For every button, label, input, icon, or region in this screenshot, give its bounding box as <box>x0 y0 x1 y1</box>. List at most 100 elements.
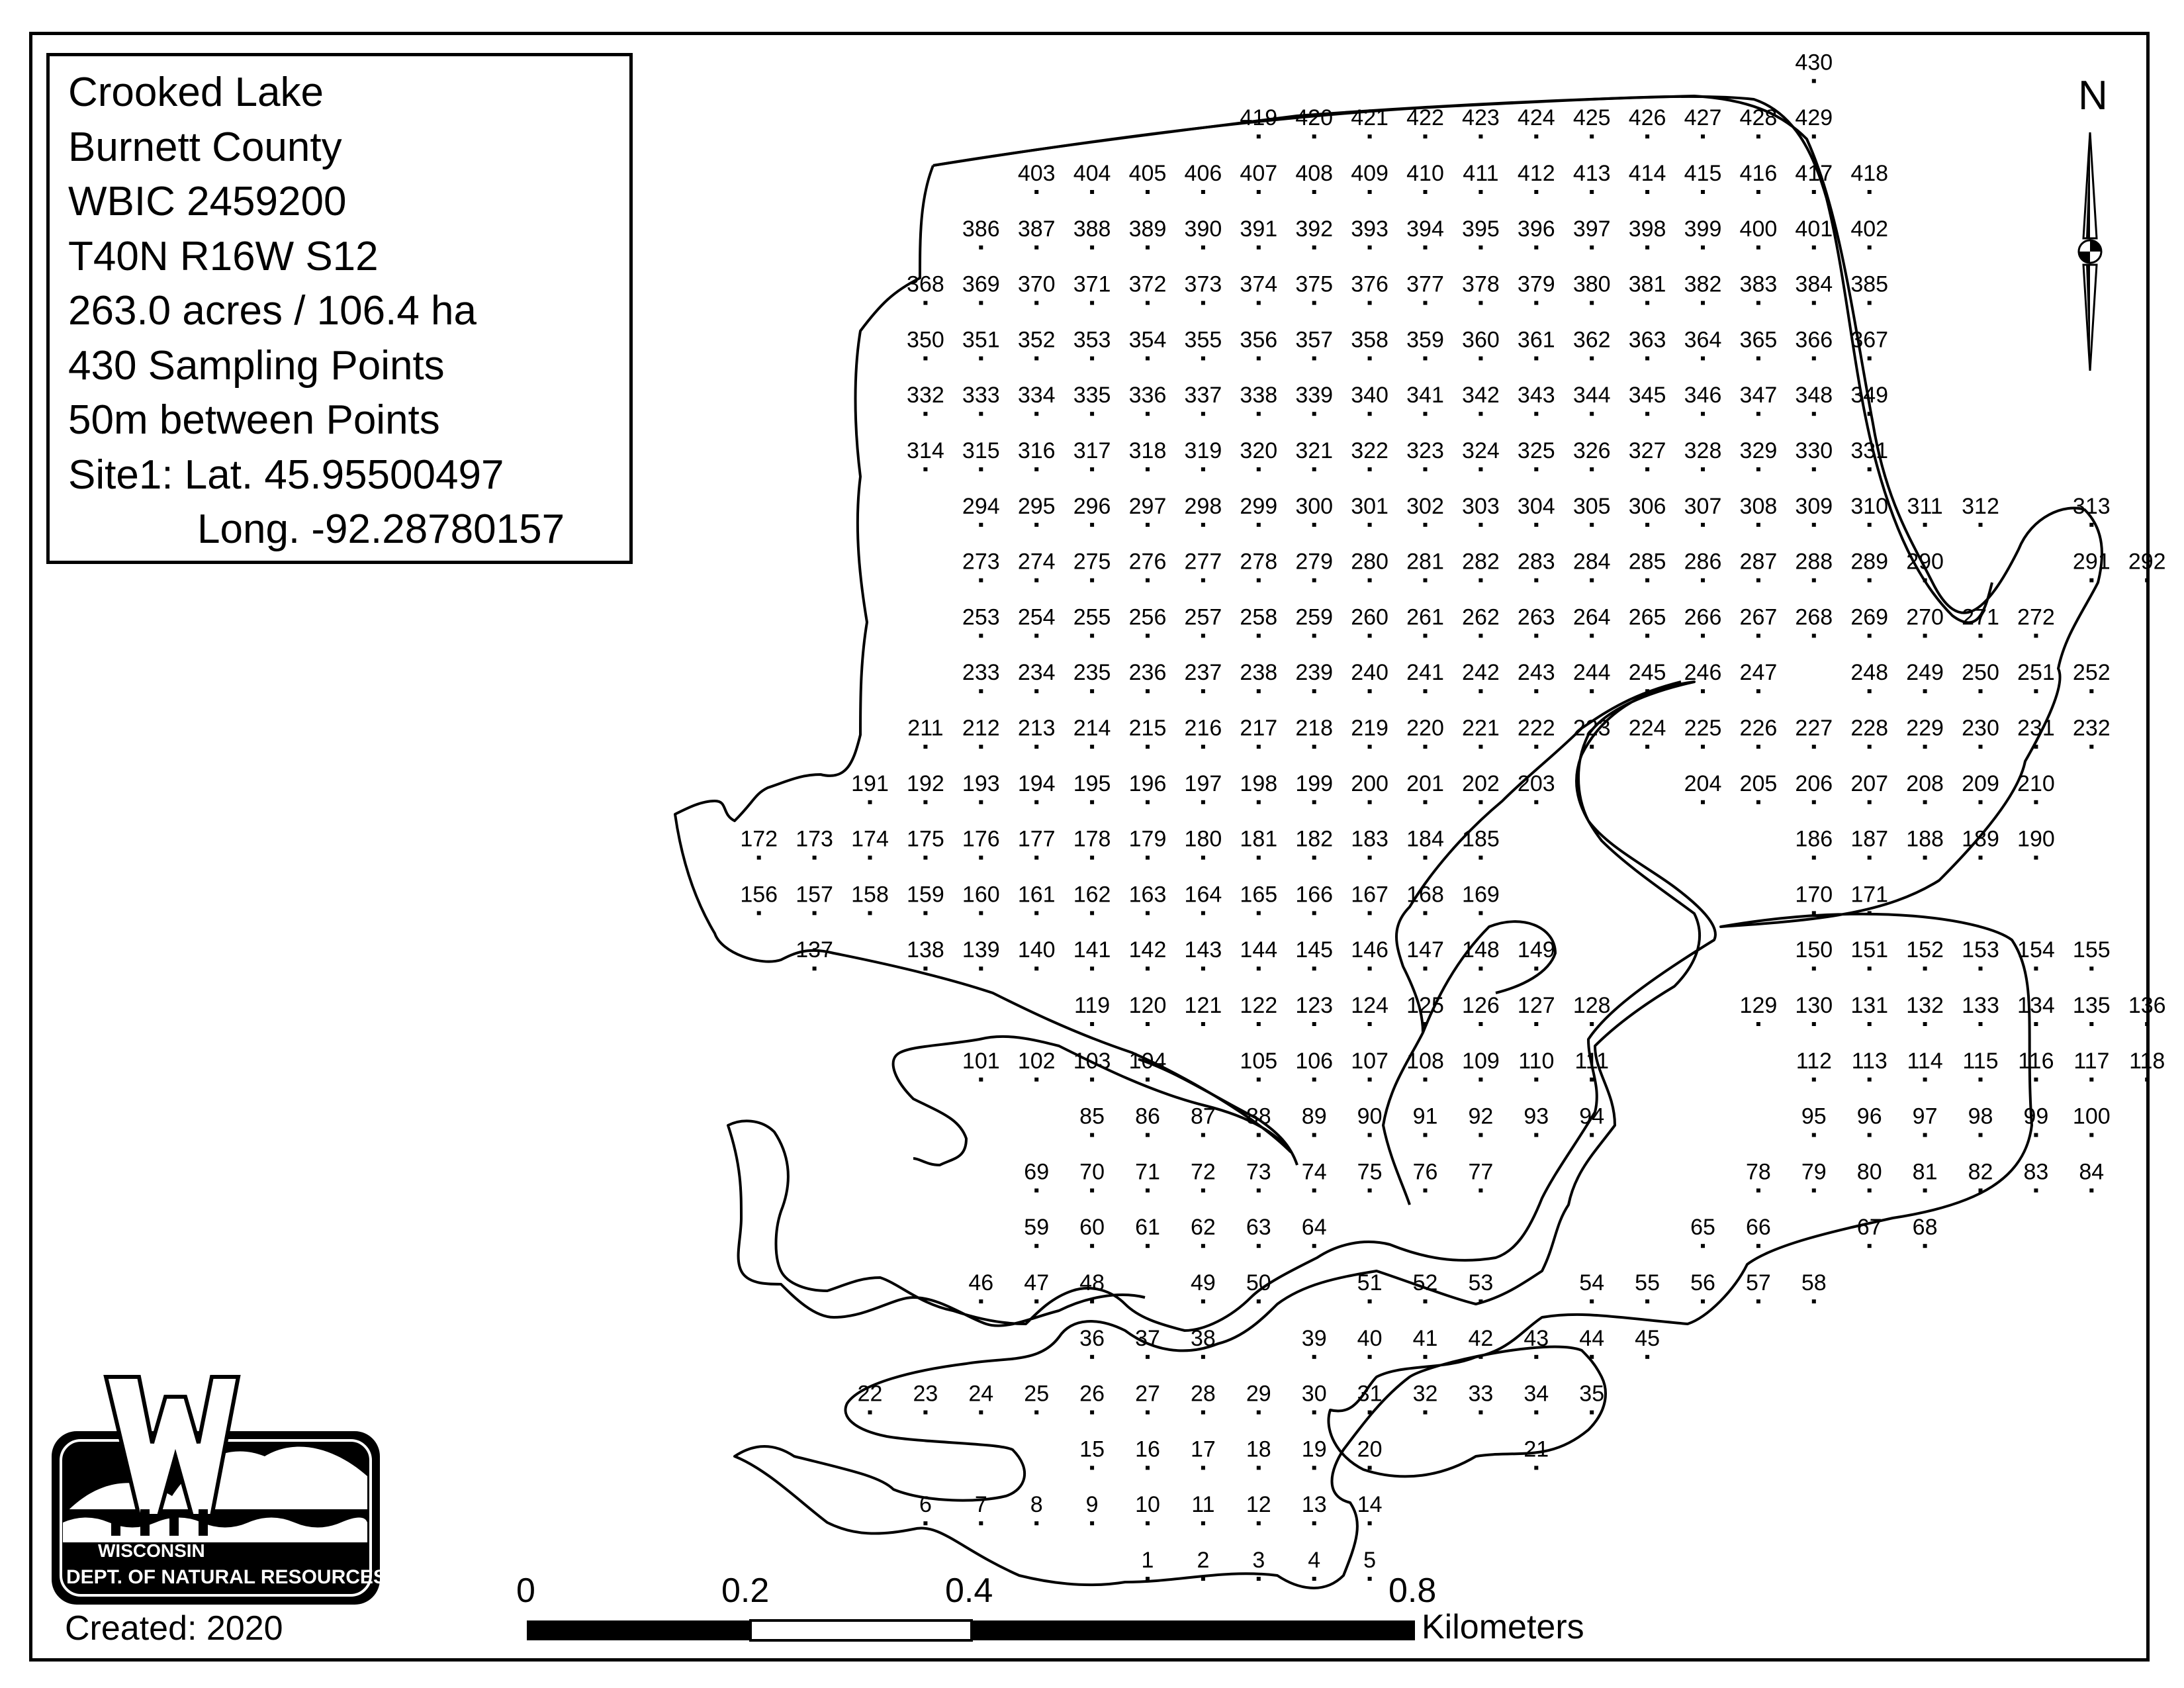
sampling-point-label: 215 <box>1129 716 1167 741</box>
sampling-point-label: 68 <box>1913 1215 1938 1240</box>
sampling-point-dot <box>1312 1022 1316 1026</box>
sampling-point-label: 360 <box>1462 327 1500 352</box>
lake-name: Crooked Lake <box>68 70 324 115</box>
sampling-point-label: 12 <box>1246 1492 1271 1517</box>
sampling-point-label: 341 <box>1406 383 1444 408</box>
sampling-point-label: 370 <box>1018 272 1056 297</box>
sampling-point-dot <box>1811 633 1816 638</box>
sampling-point-dot <box>1256 190 1261 194</box>
sampling-point-dot <box>1367 633 1372 638</box>
sampling-point-dot <box>1756 412 1760 416</box>
sampling-point-label: 398 <box>1629 216 1666 242</box>
sampling-point-label: 13 <box>1302 1492 1327 1517</box>
sampling-point-dot <box>1367 745 1372 749</box>
sampling-point-label: 413 <box>1573 161 1611 186</box>
sampling-point-dot <box>1312 1577 1316 1581</box>
sampling-point-dot <box>1146 190 1150 194</box>
sampling-point-dot <box>1590 356 1594 361</box>
sampling-point-dot <box>1923 1022 1927 1026</box>
county: Burnett County <box>68 124 342 170</box>
sampling-point-label: 213 <box>1018 716 1056 741</box>
sampling-point-dot <box>923 1410 928 1415</box>
sampling-point-dot <box>1146 1077 1150 1082</box>
sampling-point-dot <box>1312 1188 1316 1193</box>
sampling-point-dot <box>2034 1022 2038 1026</box>
sampling-point-dot <box>1367 412 1372 416</box>
sampling-point-label: 197 <box>1185 771 1222 796</box>
sampling-point-label: 326 <box>1573 438 1611 463</box>
sampling-point-label: 417 <box>1795 161 1833 186</box>
sampling-point-label: 14 <box>1357 1492 1383 1517</box>
sampling-point-dot <box>1312 356 1316 361</box>
sampling-point-dot <box>1423 467 1428 471</box>
sampling-point-dot <box>1811 467 1816 471</box>
sampling-point-dot <box>1701 356 1705 361</box>
sampling-point-dot <box>1034 578 1039 583</box>
sampling-point-label: 157 <box>796 882 833 907</box>
sampling-point-label: 88 <box>1246 1104 1271 1129</box>
sampling-point-label: 120 <box>1129 993 1167 1018</box>
sampling-point-label: 154 <box>2017 937 2055 962</box>
sampling-point-label: 89 <box>1302 1104 1327 1129</box>
sampling-point-label: 53 <box>1468 1270 1493 1295</box>
sampling-point-label: 58 <box>1801 1270 1827 1295</box>
sampling-point-label: 149 <box>1518 937 1555 962</box>
sampling-point-dot <box>812 911 817 915</box>
sampling-point-dot <box>923 1521 928 1526</box>
sampling-point-label: 45 <box>1635 1326 1660 1351</box>
sampling-point-label: 206 <box>1795 771 1833 796</box>
sampling-point-label: 321 <box>1295 438 1333 463</box>
sampling-point-label: 65 <box>1690 1215 1715 1240</box>
sampling-point-dot <box>1034 1521 1039 1526</box>
sampling-point-label: 425 <box>1573 105 1611 130</box>
sampling-point-dot <box>1312 245 1316 250</box>
sampling-point-label: 384 <box>1795 272 1833 297</box>
sampling-point-label: 179 <box>1129 827 1167 852</box>
sampling-point-label: 265 <box>1629 604 1666 630</box>
sampling-point-label: 298 <box>1185 494 1222 519</box>
sampling-point-label: 305 <box>1573 494 1611 519</box>
sampling-point-dot <box>1534 1022 1539 1026</box>
sampling-point-dot <box>1590 745 1594 749</box>
sampling-point-label: 188 <box>1906 827 1944 852</box>
sampling-point-label: 284 <box>1573 549 1611 575</box>
sampling-point-dot <box>1756 689 1760 694</box>
sampling-point-dot <box>1645 467 1650 471</box>
sampling-point-dot <box>1423 745 1428 749</box>
sampling-point-dot <box>1146 1466 1150 1470</box>
sampling-point-label: 323 <box>1406 438 1444 463</box>
sampling-point-dot <box>1256 689 1261 694</box>
sampling-point-label: 144 <box>1240 937 1277 962</box>
sampling-point-dot <box>2089 578 2094 583</box>
sampling-point-label: 110 <box>1518 1049 1554 1074</box>
sampling-point-dot <box>1811 966 1816 971</box>
sampling-point-label: 112 <box>1796 1049 1832 1074</box>
sampling-point-dot <box>2034 966 2038 971</box>
sampling-point-label: 329 <box>1740 438 1778 463</box>
sampling-count: 430 Sampling Points <box>68 342 445 389</box>
sampling-point-dot <box>1201 1354 1205 1359</box>
sampling-point-label: 390 <box>1185 216 1222 242</box>
sampling-point-dot <box>1090 245 1095 250</box>
sampling-point-label: 22 <box>858 1382 883 1407</box>
sampling-point-label: 82 <box>1968 1159 1993 1184</box>
sampling-point-dot <box>923 301 928 305</box>
sampling-point-dot <box>1923 689 1927 694</box>
sampling-point-dot <box>1811 855 1816 860</box>
sampling-point-dot <box>1367 1577 1372 1581</box>
sampling-point-label: 381 <box>1629 272 1666 297</box>
sampling-point-label: 291 <box>2073 549 2111 575</box>
sampling-point-label: 146 <box>1351 937 1388 962</box>
sampling-point-dot <box>1312 134 1316 139</box>
sampling-point-label: 73 <box>1246 1159 1271 1184</box>
sampling-point-dot <box>756 855 761 860</box>
sampling-point-dot <box>1201 1244 1205 1248</box>
sampling-point-label: 297 <box>1129 494 1167 519</box>
sampling-point-label: 202 <box>1462 771 1500 796</box>
sampling-point-label: 422 <box>1406 105 1444 130</box>
sampling-point-label: 414 <box>1629 161 1666 186</box>
sampling-point-dot <box>1701 412 1705 416</box>
sampling-point-dot <box>1256 1077 1261 1082</box>
north-arrow-icon <box>2077 132 2103 371</box>
sampling-point-label: 221 <box>1462 716 1500 741</box>
